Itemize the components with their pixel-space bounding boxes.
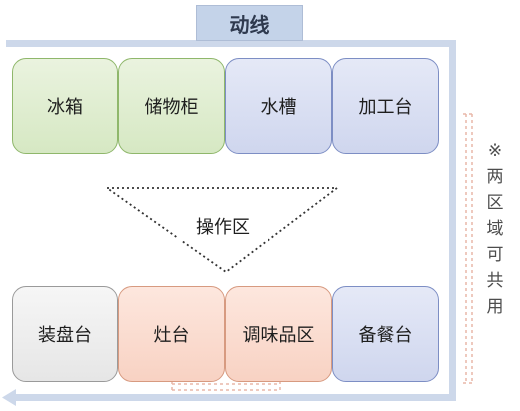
flow-line-right xyxy=(449,40,456,400)
flow-line-bottom xyxy=(14,394,456,401)
flow-line-top xyxy=(6,40,456,47)
shared-area-note: ※两区域可共用 xyxy=(486,141,504,317)
work-triangle xyxy=(104,187,340,274)
station-plating-counter: 装盘台 xyxy=(12,286,118,382)
station-sink: 水槽 xyxy=(225,58,332,154)
work-zone-label: 操作区 xyxy=(178,211,268,241)
flow-arrowhead-icon xyxy=(2,389,16,406)
diagram-title: 动线 xyxy=(196,5,303,41)
station-storage-cabinet: 储物柜 xyxy=(118,58,225,154)
station-fridge: 冰箱 xyxy=(12,58,118,154)
station-serving-counter: 备餐台 xyxy=(332,286,439,382)
station-prep-counter: 加工台 xyxy=(332,58,439,154)
station-stove: 灶台 xyxy=(118,286,225,382)
station-seasoning-area: 调味品区 xyxy=(225,286,332,382)
